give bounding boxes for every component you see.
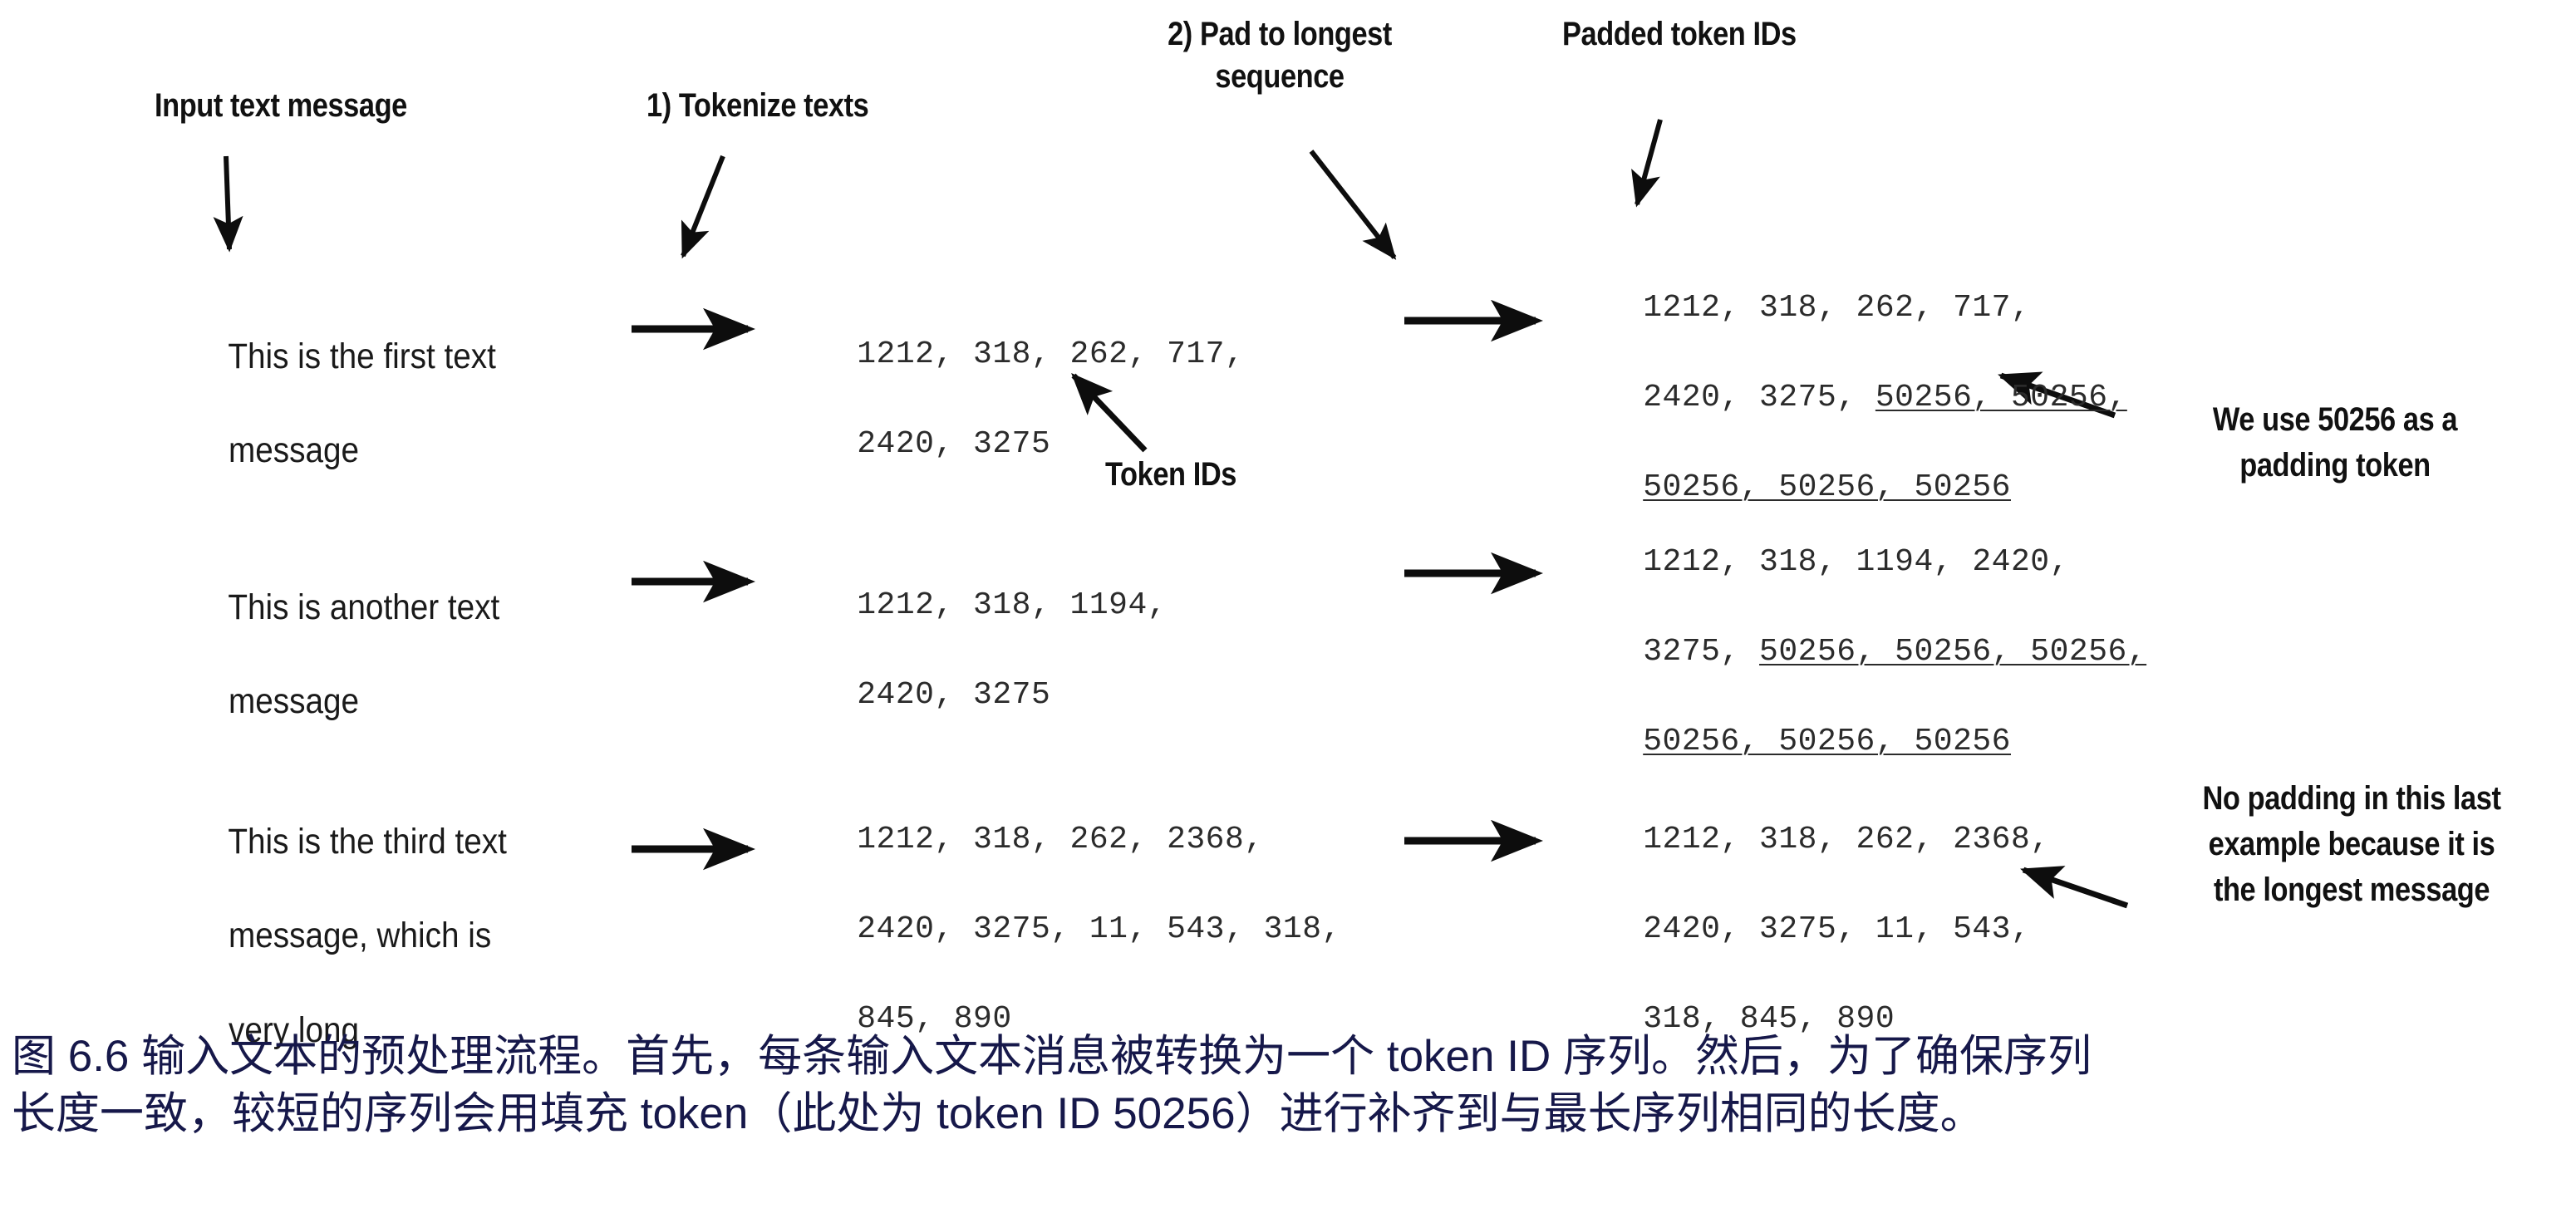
callout-padding-note-line1: We use 50256 as a bbox=[2212, 401, 2458, 438]
callout-token-ids: Token IDs bbox=[1105, 456, 1236, 493]
header-pad-to-longest-line1: 2) Pad to longest bbox=[1168, 16, 1392, 52]
token-ids-row-2: 1212, 318, 1194, 2420, 3275 bbox=[779, 538, 1167, 763]
message-row-3-line2: message, which is bbox=[229, 916, 492, 956]
callout-no-padding: No padding in this last example because … bbox=[2136, 779, 2568, 911]
header-pad-to-longest: 2) Pad to longest sequence bbox=[1105, 15, 1454, 96]
header-pad-to-longest-line2: sequence bbox=[1215, 58, 1345, 96]
padded-row-2-line2-pad: 50256, 50256, 50256, bbox=[1759, 633, 2147, 670]
padded-token-ids-row-1: 1212, 318, 262, 717, 2420, 3275, 50256, … bbox=[1566, 241, 2127, 555]
message-row-1: This is the first text message bbox=[193, 286, 496, 522]
token-ids-row-1-line2: 2420, 3275 bbox=[857, 425, 1051, 462]
message-row-1-line2: message bbox=[229, 430, 360, 471]
token-ids-row-2-line2: 2420, 3275 bbox=[857, 676, 1051, 713]
message-row-3-line1: This is the third text bbox=[228, 821, 507, 862]
message-row-3: This is the third text message, which is… bbox=[193, 771, 507, 1101]
token-ids-row-3: 1212, 318, 262, 2368, 2420, 3275, 11, 54… bbox=[779, 773, 1341, 1087]
header-padded-token-ids: Padded token IDs bbox=[1562, 16, 1797, 52]
arrow-input-text-message bbox=[213, 155, 243, 253]
message-row-3-line3: very long bbox=[229, 1009, 360, 1050]
padded-token-ids-row-2: 1212, 318, 1194, 2420, 3275, 50256, 5025… bbox=[1566, 495, 2146, 809]
message-row-2: This is another text message bbox=[193, 537, 499, 773]
message-row-2-line2: message bbox=[229, 681, 360, 722]
header-input-text-message: Input text message bbox=[155, 87, 407, 124]
figure-caption: 图 6.6 输入文本的预处理流程。首先，每条输入文本消息被转换为一个 token… bbox=[12, 1029, 2571, 1143]
token-ids-row-3-line3: 845, 890 bbox=[857, 1000, 1012, 1037]
padded-row-1-line2-plain: 2420, 3275, bbox=[1643, 379, 1875, 415]
padded-row-2-line3-pad: 50256, 50256, 50256 bbox=[1643, 723, 2011, 759]
token-ids-row-1-line1: 1212, 318, 262, 717, bbox=[857, 336, 1245, 372]
padded-row-2-line2-plain: 3275, bbox=[1643, 633, 1760, 670]
callout-no-padding-line1: No padding in this last bbox=[2202, 780, 2501, 817]
padded-row-1-line2-pad: 50256, 50256, bbox=[1875, 379, 2127, 415]
padded-token-ids-row-3: 1212, 318, 262, 2368, 2420, 3275, 11, 54… bbox=[1566, 773, 2050, 1087]
padded-row-1-line1: 1212, 318, 262, 717, bbox=[1643, 289, 2031, 326]
arrow-tokenize-texts bbox=[681, 155, 725, 259]
padded-row-2-line1: 1212, 318, 1194, 2420, bbox=[1643, 543, 2069, 580]
padded-row-1-line3-pad: 50256, 50256, 50256 bbox=[1643, 469, 2011, 505]
message-row-2-line1: This is another text bbox=[228, 587, 500, 627]
token-ids-row-3-line1: 1212, 318, 262, 2368, bbox=[857, 821, 1264, 857]
padded-row-3-line3: 318, 845, 890 bbox=[1643, 1000, 1895, 1037]
padded-row-3-line2: 2420, 3275, 11, 543, bbox=[1643, 911, 2031, 947]
arrow-pad-to-longest bbox=[1309, 150, 1397, 260]
padded-row-3-line1: 1212, 318, 262, 2368, bbox=[1643, 821, 2050, 857]
callout-padding-note: We use 50256 as a padding token bbox=[2127, 400, 2543, 485]
figure-diagram: Input text message 1) Tokenize texts 2) … bbox=[155, 15, 2568, 1050]
figure-caption-line2: 长度一致，较短的序列会用填充 token（此处为 token ID 50256）… bbox=[12, 1088, 1984, 1138]
callout-padding-note-line2: padding token bbox=[2239, 447, 2431, 484]
figure-caption-line1: 图 6.6 输入文本的预处理流程。首先，每条输入文本消息被转换为一个 token… bbox=[12, 1032, 2092, 1081]
callout-no-padding-line2: example because it is bbox=[2208, 826, 2495, 863]
message-row-1-line1: This is the first text bbox=[228, 336, 496, 376]
token-ids-row-2-line1: 1212, 318, 1194, bbox=[857, 587, 1168, 623]
arrow-padded-token-ids bbox=[1631, 119, 1663, 208]
header-tokenize-texts: 1) Tokenize texts bbox=[646, 87, 869, 124]
token-ids-row-3-line2: 2420, 3275, 11, 543, 318, bbox=[857, 911, 1341, 947]
token-ids-row-1: 1212, 318, 262, 717, 2420, 3275 bbox=[779, 287, 1244, 512]
callout-no-padding-line3: the longest message bbox=[2213, 872, 2490, 909]
